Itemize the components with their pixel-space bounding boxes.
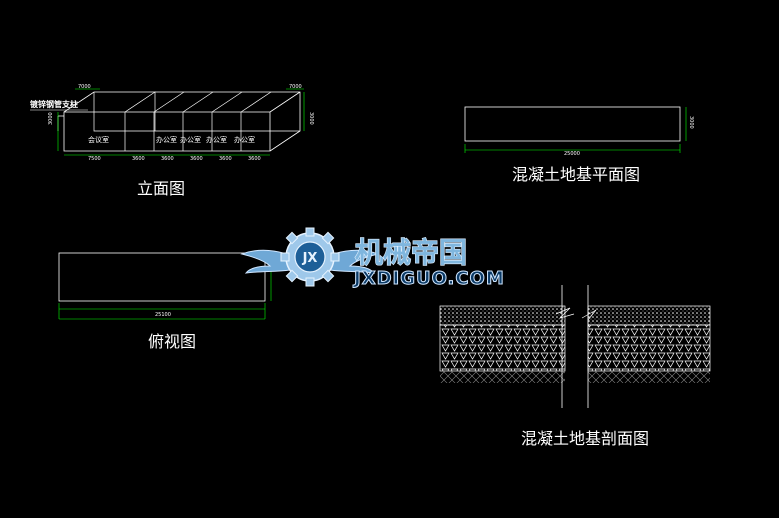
gear-emblem-icon: JX	[280, 227, 340, 287]
top-view-title: 俯视图	[148, 332, 196, 351]
section-soil	[440, 371, 565, 383]
elevation-dimensions	[57, 88, 305, 156]
bottom-dim: 3600	[248, 156, 261, 162]
top-view-dimensions	[58, 253, 272, 320]
bottom-dim: 3600	[190, 156, 203, 162]
room-label: 会议室	[88, 135, 109, 144]
room-label: 办公室	[206, 135, 227, 144]
plan-outline	[464, 106, 681, 142]
height-dim: 3000	[308, 112, 314, 125]
support-post	[57, 115, 64, 131]
top-view-outline	[58, 252, 266, 302]
bottom-dim: 7500	[88, 156, 101, 162]
bottom-dim: 3600	[132, 156, 145, 162]
height-dim: 3000	[48, 112, 54, 125]
section-concrete-layer	[439, 324, 566, 372]
elevation-view: 7000 7000 7500 3600 3600 3600 3600 3600 …	[30, 84, 314, 198]
room-label: 办公室	[234, 135, 255, 144]
section-title: 混凝土地基剖面图	[521, 429, 649, 448]
section-gravel-layer	[439, 305, 566, 326]
room-label: 办公室	[180, 135, 201, 144]
post-note: 镀锌钢管支柱	[30, 99, 78, 109]
top-dim-left: 7000	[78, 84, 91, 90]
bottom-dim: 3600	[161, 156, 174, 162]
plan-width-dim: 25000	[564, 151, 580, 157]
bottom-dim: 3600	[219, 156, 232, 162]
watermark-cn: 机械帝国	[355, 236, 467, 269]
watermark-en: JXDIGUO.COM	[352, 268, 505, 289]
emblem-text: JX	[302, 251, 318, 266]
room-partitions	[93, 91, 300, 151]
elevation-frame	[63, 91, 301, 152]
section-gravel-layer	[587, 305, 711, 326]
foundation-plan: 25000 3000 混凝土地基平面图	[464, 106, 694, 184]
top-view-width-dim: 25100	[155, 312, 171, 318]
foundation-section: 混凝土地基剖面图	[439, 285, 711, 448]
plan-title: 混凝土地基平面图	[512, 165, 640, 184]
room-label: 办公室	[156, 135, 177, 144]
section-break-lines	[561, 285, 589, 408]
plan-height-dim: 3000	[688, 116, 694, 129]
top-view: 25100 俯视图	[58, 252, 272, 351]
watermark: JX 机械帝国 JXDIGUO.COM	[240, 227, 505, 290]
section-soil	[588, 371, 710, 383]
plan-dimensions	[464, 107, 687, 153]
top-dim-right: 7000	[289, 84, 302, 90]
elevation-title: 立面图	[137, 179, 185, 198]
section-concrete-layer	[587, 324, 711, 372]
